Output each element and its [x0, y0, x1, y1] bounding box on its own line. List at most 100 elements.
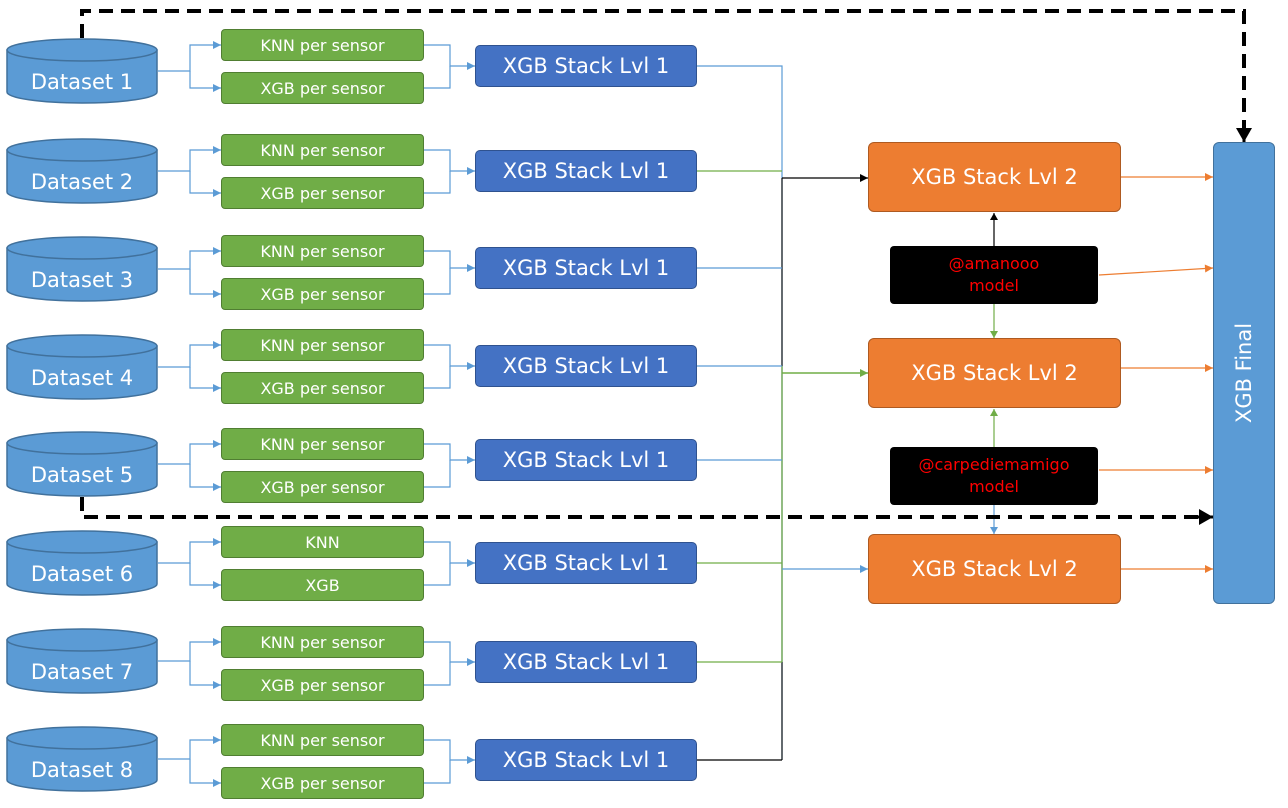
arrowhead: [990, 409, 998, 416]
dataset-to-xgb-connector: [189, 464, 221, 488]
arrowhead: [990, 527, 998, 534]
arrowhead: [990, 213, 998, 220]
knn-to-stack-connector: [424, 344, 475, 367]
xgb-to-stack-connector: [424, 366, 451, 389]
dataset-1: Dataset 1: [6, 38, 158, 104]
external-model-carpediemamigo: @carpediemamigo model: [890, 447, 1098, 505]
stack-lvl2-box-1: XGB Stack Lvl 2: [868, 142, 1121, 212]
dataset-to-xgb-connector: [189, 759, 221, 784]
arrowhead: [467, 559, 475, 567]
dashed-bypass-bottom: [80, 497, 1200, 519]
arrowhead: [213, 146, 221, 154]
dataset-label: Dataset 6: [30, 562, 134, 586]
arrowhead: [860, 369, 868, 377]
dataset-to-xgb-connector: [189, 563, 221, 586]
xgb-final-label: XGB Final: [1232, 322, 1257, 424]
xgb-box-4: XGB per sensor: [221, 372, 424, 404]
arrowhead: [467, 62, 475, 70]
arrowhead: [213, 189, 221, 197]
knn-to-stack-connector: [424, 44, 475, 67]
stack-lvl2-box-3: XGB Stack Lvl 2: [868, 534, 1121, 604]
dataset-to-knn-connector: [158, 443, 221, 465]
arrowhead: [213, 779, 221, 787]
knn-to-stack-connector: [424, 541, 475, 564]
knn-to-stack-connector: [424, 739, 475, 761]
arrowhead: [467, 167, 475, 175]
arrowhead: [1205, 565, 1213, 573]
knn-box-2: KNN per sensor: [221, 134, 424, 166]
xgb-final-box: XGB Final: [1213, 142, 1275, 604]
knn-to-stack-connector: [424, 149, 475, 172]
knn-box-7: KNN per sensor: [221, 626, 424, 658]
dataset-label: Dataset 5: [30, 463, 134, 487]
arrowhead: [213, 341, 221, 349]
dataset-to-knn-connector: [158, 44, 221, 72]
dataset-to-knn-connector: [158, 739, 221, 760]
dataset-label: Dataset 4: [30, 366, 134, 390]
stack-lvl1-box-6: XGB Stack Lvl 1: [475, 542, 697, 584]
stack-lvl1-box-5: XGB Stack Lvl 1: [475, 439, 697, 481]
xgb-box-3: XGB per sensor: [221, 278, 424, 310]
arrowhead: [213, 638, 221, 646]
dataset-label: Dataset 7: [30, 660, 134, 684]
xgb-to-stack-connector: [424, 662, 451, 686]
dataset-2: Dataset 2: [6, 138, 158, 204]
knn-box-6: KNN: [221, 526, 424, 558]
arrowhead: [467, 658, 475, 666]
dataset-to-knn-connector: [158, 641, 221, 662]
arrowhead: [860, 174, 868, 182]
dataset-label: Dataset 3: [30, 268, 134, 292]
arrowhead: [213, 440, 221, 448]
arrowhead: [213, 384, 221, 392]
arrowhead: [213, 681, 221, 689]
knn-to-stack-connector: [424, 250, 475, 269]
stack-bus-blue: [697, 65, 783, 760]
stack-lvl1-box-3: XGB Stack Lvl 1: [475, 247, 697, 289]
xgb-to-stack-connector: [424, 563, 451, 586]
dataset-to-knn-connector: [158, 344, 221, 368]
arrowhead: [990, 331, 998, 338]
dataset-label: Dataset 2: [30, 170, 134, 194]
arrowhead: [1205, 466, 1213, 474]
xgb-box-6: XGB: [221, 569, 424, 601]
dataset-to-knn-connector: [158, 149, 221, 172]
dataset-5: Dataset 5: [6, 431, 158, 497]
arrowhead: [213, 483, 221, 491]
knn-box-3: KNN per sensor: [221, 235, 424, 267]
dataset-label: Dataset 8: [30, 758, 134, 782]
xgb-box-1: XGB per sensor: [221, 72, 424, 104]
arrowhead: [1236, 128, 1252, 142]
dataset-7: Dataset 7: [6, 628, 158, 694]
dashed-bypass-top: [80, 9, 1246, 135]
dataset-to-knn-connector: [158, 541, 221, 564]
arrowhead: [213, 538, 221, 546]
dataset-label: Dataset 1: [30, 70, 134, 94]
arrowhead: [860, 565, 868, 573]
stack-lvl1-box-1: XGB Stack Lvl 1: [475, 45, 697, 87]
external-model-amanooo: @amanooo model: [890, 246, 1098, 304]
dataset-to-xgb-connector: [189, 367, 221, 389]
stack-lvl1-box-4: XGB Stack Lvl 1: [475, 345, 697, 387]
dataset-4: Dataset 4: [6, 334, 158, 400]
xgb-to-stack-connector: [424, 460, 451, 488]
knn-box-4: KNN per sensor: [221, 329, 424, 361]
arrowhead: [467, 756, 475, 764]
arrowhead: [213, 290, 221, 298]
arrowhead: [213, 41, 221, 49]
dataset-6: Dataset 6: [6, 530, 158, 596]
dataset-to-xgb-connector: [189, 171, 221, 194]
arrowhead: [1199, 509, 1213, 525]
arrowhead: [1204, 264, 1213, 273]
xgb-to-stack-connector: [424, 268, 451, 295]
xgb-box-7: XGB per sensor: [221, 669, 424, 701]
stack-lvl1-box-2: XGB Stack Lvl 1: [475, 150, 697, 192]
arrowhead: [1205, 173, 1213, 181]
knn-box-8: KNN per sensor: [221, 724, 424, 756]
arrowhead: [467, 264, 475, 272]
arrowhead: [467, 362, 475, 370]
xgb-to-stack-connector: [424, 760, 451, 784]
arrowhead: [213, 247, 221, 255]
xgb-to-stack-connector: [424, 66, 451, 89]
